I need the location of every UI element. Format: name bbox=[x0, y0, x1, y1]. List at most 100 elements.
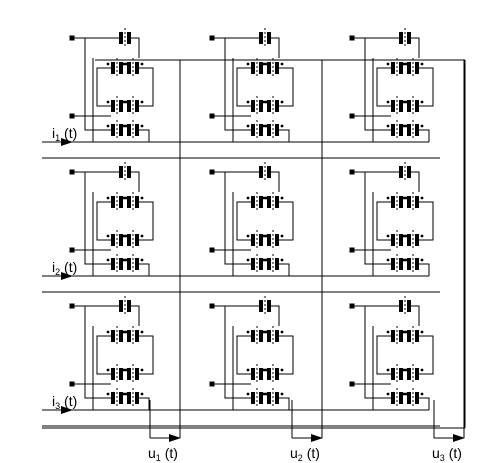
wire bbox=[279, 335, 294, 375]
winding-left bbox=[391, 368, 395, 380]
transformer bbox=[402, 120, 424, 140]
winding-right bbox=[135, 100, 139, 112]
winding-left bbox=[407, 196, 411, 208]
transformer bbox=[122, 254, 144, 274]
winding-left bbox=[259, 32, 263, 44]
polarity-dot bbox=[262, 196, 266, 200]
winding-right bbox=[135, 62, 139, 74]
transformer bbox=[402, 58, 424, 78]
winding-right bbox=[275, 330, 279, 342]
transformer bbox=[106, 388, 128, 408]
winding-left bbox=[407, 234, 411, 246]
transformer-cell bbox=[69, 296, 154, 411]
polarity-dot bbox=[246, 330, 250, 334]
transformer bbox=[246, 364, 268, 384]
polarity-dot bbox=[246, 234, 250, 238]
wire bbox=[139, 335, 154, 375]
polarity-dot bbox=[420, 124, 424, 128]
polarity-dot bbox=[124, 100, 128, 104]
bus-lines bbox=[42, 59, 466, 442]
winding-left bbox=[407, 62, 411, 74]
transformer bbox=[106, 254, 128, 274]
polarity-dot bbox=[106, 196, 110, 200]
wire bbox=[419, 397, 430, 410]
wire bbox=[419, 335, 434, 375]
transformer bbox=[122, 96, 144, 116]
winding-right bbox=[415, 124, 419, 136]
polarity-dot bbox=[262, 62, 266, 66]
transformer bbox=[246, 254, 268, 274]
wire bbox=[419, 67, 434, 107]
winding-right bbox=[119, 330, 123, 342]
transformer bbox=[119, 162, 131, 182]
winding-left bbox=[111, 100, 115, 112]
wire bbox=[376, 335, 391, 375]
wire bbox=[96, 335, 111, 375]
transformer bbox=[386, 96, 408, 116]
winding-right bbox=[119, 368, 123, 380]
polarity-dot bbox=[386, 234, 390, 238]
wire bbox=[271, 305, 280, 326]
transformer bbox=[402, 388, 424, 408]
winding-right bbox=[135, 368, 139, 380]
wire bbox=[236, 201, 251, 241]
winding-right bbox=[259, 100, 263, 112]
transformer bbox=[386, 388, 408, 408]
polarity-dot bbox=[124, 392, 128, 396]
winding-left bbox=[267, 368, 271, 380]
winding-right bbox=[399, 124, 403, 136]
polarity-dot bbox=[264, 100, 268, 104]
winding-left bbox=[251, 196, 255, 208]
polarity-dot bbox=[404, 392, 408, 396]
wire bbox=[279, 67, 294, 107]
transformer bbox=[399, 162, 411, 182]
winding-left bbox=[391, 196, 395, 208]
polarity-dot bbox=[140, 62, 144, 66]
polarity-dot bbox=[420, 368, 424, 372]
transformer bbox=[259, 296, 271, 316]
winding-left bbox=[391, 100, 395, 112]
wire bbox=[131, 37, 140, 58]
winding-right bbox=[275, 392, 279, 404]
winding-left bbox=[111, 368, 115, 380]
transformer bbox=[246, 326, 268, 346]
polarity-dot bbox=[106, 392, 110, 396]
polarity-dot bbox=[122, 62, 126, 66]
winding-right bbox=[415, 196, 419, 208]
polarity-dot bbox=[264, 234, 268, 238]
polarity-dot bbox=[246, 62, 250, 66]
transformer bbox=[262, 230, 284, 250]
polarity-dot bbox=[420, 330, 424, 334]
transformer bbox=[386, 120, 408, 140]
transformer bbox=[122, 120, 144, 140]
winding-right bbox=[119, 100, 123, 112]
winding-right bbox=[135, 330, 139, 342]
wire bbox=[236, 335, 251, 375]
winding-right bbox=[415, 392, 419, 404]
winding-right bbox=[399, 368, 403, 380]
polarity-dot bbox=[246, 124, 250, 128]
transformer bbox=[106, 58, 128, 78]
polarity-dot bbox=[404, 196, 408, 200]
winding-left bbox=[407, 392, 411, 404]
winding-right bbox=[135, 124, 139, 136]
transformer bbox=[122, 326, 144, 346]
polarity-dot bbox=[420, 62, 424, 66]
winding-left bbox=[127, 258, 131, 270]
wire bbox=[411, 37, 420, 58]
polarity-dot bbox=[402, 368, 406, 372]
transformer-cell bbox=[69, 162, 154, 277]
winding-left bbox=[251, 100, 255, 112]
winding-right bbox=[119, 124, 123, 136]
polarity-dot bbox=[124, 330, 128, 334]
winding-right bbox=[399, 62, 403, 74]
wire bbox=[139, 263, 150, 276]
polarity-dot bbox=[122, 196, 126, 200]
transformer bbox=[122, 230, 144, 250]
winding-right bbox=[259, 124, 263, 136]
winding-right bbox=[399, 100, 403, 112]
polarity-dot bbox=[106, 258, 110, 262]
transformer bbox=[262, 388, 284, 408]
wire bbox=[411, 171, 420, 192]
